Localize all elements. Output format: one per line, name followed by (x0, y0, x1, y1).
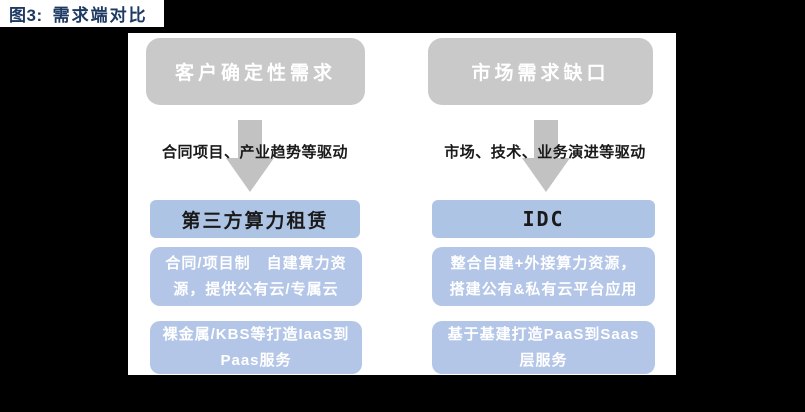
driver-text-left: 合同项目、产业趋势等驱动 (161, 144, 348, 161)
down-arrow-icon-left (226, 120, 274, 192)
detail-box-left-1: 合同/项目制 自建算力资 源，提供公有云/专属云 (150, 247, 362, 306)
down-arrow-icon-right (522, 120, 570, 192)
detail-box-right-1: 整合自建+外接算力资源， 搭建公有&私有云平台应用 (432, 247, 655, 306)
detail-box-right-2: 基于基建打造PaaS到Saas 层服务 (432, 321, 655, 374)
demand-source-box-left: 客户确定性需求 (146, 38, 365, 105)
figure-title-text: 需求端对比 (52, 6, 148, 25)
demand-source-label-left: 客户确定性需求 (174, 63, 336, 84)
category-header-label-left: 第三方算力租赁 (181, 210, 329, 232)
driver-text-right: 市场、技术、业务演进等驱动 (444, 144, 646, 161)
demand-source-label-right: 市场需求缺口 (471, 63, 610, 84)
category-header-label-right: IDC (522, 207, 565, 231)
figure-title: 图3: 需求端对比 (9, 1, 148, 26)
figure-number-label: 图3: (9, 6, 43, 25)
figure-title-bar: 图3: 需求端对比 (0, 0, 164, 27)
demand-source-box-right: 市场需求缺口 (428, 38, 653, 105)
diagram-panel: 客户确定性需求 合同项目、产业趋势等驱动 第三方算力租赁 合同/项目制 自建算力… (128, 33, 676, 375)
category-header-box-left: 第三方算力租赁 (150, 200, 360, 238)
category-header-box-right: IDC (432, 200, 655, 238)
detail-box-left-2: 裸金属/KBS等打造IaaS到 Paas服务 (150, 321, 362, 374)
